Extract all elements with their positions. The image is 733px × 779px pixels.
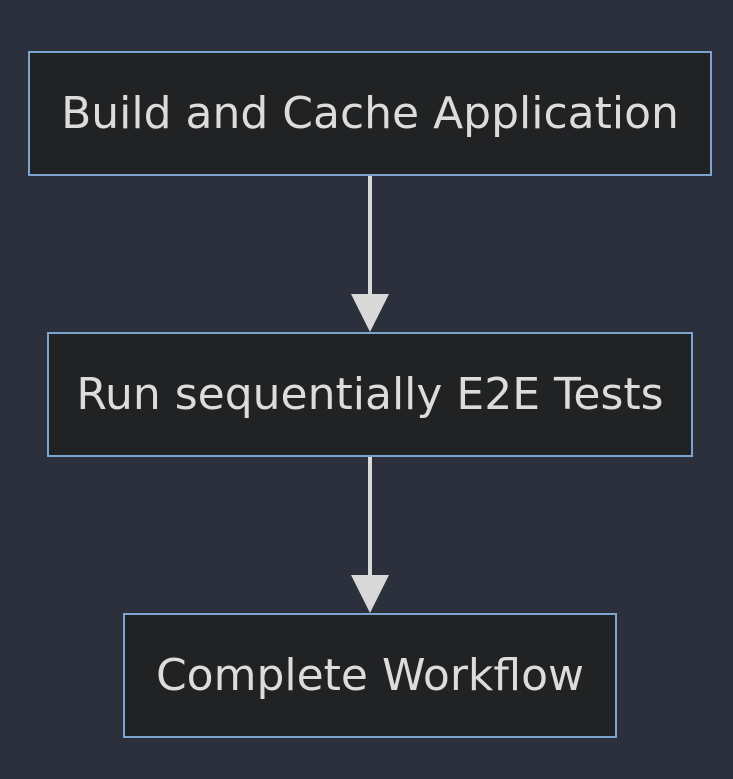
edge-e2e-to-complete bbox=[351, 457, 389, 613]
node-label: Build and Cache Application bbox=[61, 88, 679, 139]
arrowhead-icon bbox=[351, 294, 389, 332]
node-label: Run sequentially E2E Tests bbox=[76, 369, 664, 420]
arrowhead-icon bbox=[351, 575, 389, 613]
node-complete-workflow[interactable]: Complete Workflow bbox=[123, 613, 617, 738]
node-run-e2e-tests[interactable]: Run sequentially E2E Tests bbox=[47, 332, 693, 457]
edge-build-to-e2e bbox=[351, 176, 389, 332]
node-label: Complete Workflow bbox=[155, 650, 585, 701]
node-build-and-cache[interactable]: Build and Cache Application bbox=[28, 51, 712, 176]
